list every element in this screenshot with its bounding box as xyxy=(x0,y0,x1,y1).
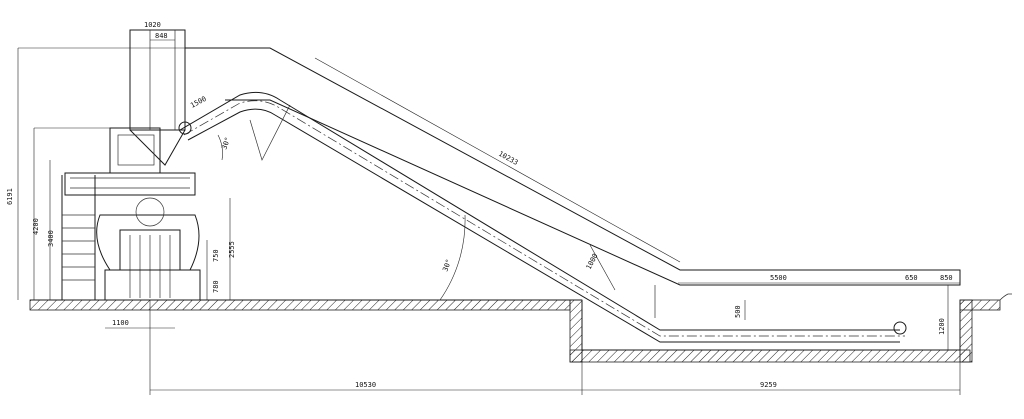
dim-span-left: 10530 xyxy=(355,381,376,389)
dim-pit-depth: 1200 xyxy=(938,318,946,335)
dimension-lines xyxy=(17,29,961,395)
dim-base-width: 1100 xyxy=(112,319,129,327)
dim-right-height: 2555 xyxy=(228,241,236,258)
dim-pit-depth-left: 500 xyxy=(734,305,742,318)
dim-bend-angle: 30° xyxy=(220,136,232,151)
dim-incline-angle: 30° xyxy=(441,258,453,273)
dim-bend-length: 1500 xyxy=(189,95,208,110)
dim-top-width: 1020 xyxy=(144,21,161,29)
conveyor-casing xyxy=(178,47,961,343)
feed-chute xyxy=(129,29,186,166)
dim-platform-height: 4200 xyxy=(32,218,40,235)
machine-body xyxy=(64,127,201,301)
dim-tail-850: 850 xyxy=(940,274,953,282)
access-stairs xyxy=(61,175,96,300)
dim-conveyor-depth: 1000 xyxy=(585,252,600,271)
ground-slab xyxy=(29,293,1012,363)
dim-mid-height: 750 xyxy=(212,249,220,262)
dim-railing-height: 3400 xyxy=(47,230,55,247)
dim-incline-length: 10233 xyxy=(497,150,519,167)
dim-low-height: 780 xyxy=(212,280,220,293)
dim-bottom-length: 5500 xyxy=(770,274,787,282)
dim-top-inner: 848 xyxy=(155,32,168,40)
dim-span-right: 9259 xyxy=(760,381,777,389)
head-guard xyxy=(249,104,291,161)
dim-overall-height: 6191 xyxy=(6,188,14,205)
dim-tail-650: 650 xyxy=(905,274,918,282)
